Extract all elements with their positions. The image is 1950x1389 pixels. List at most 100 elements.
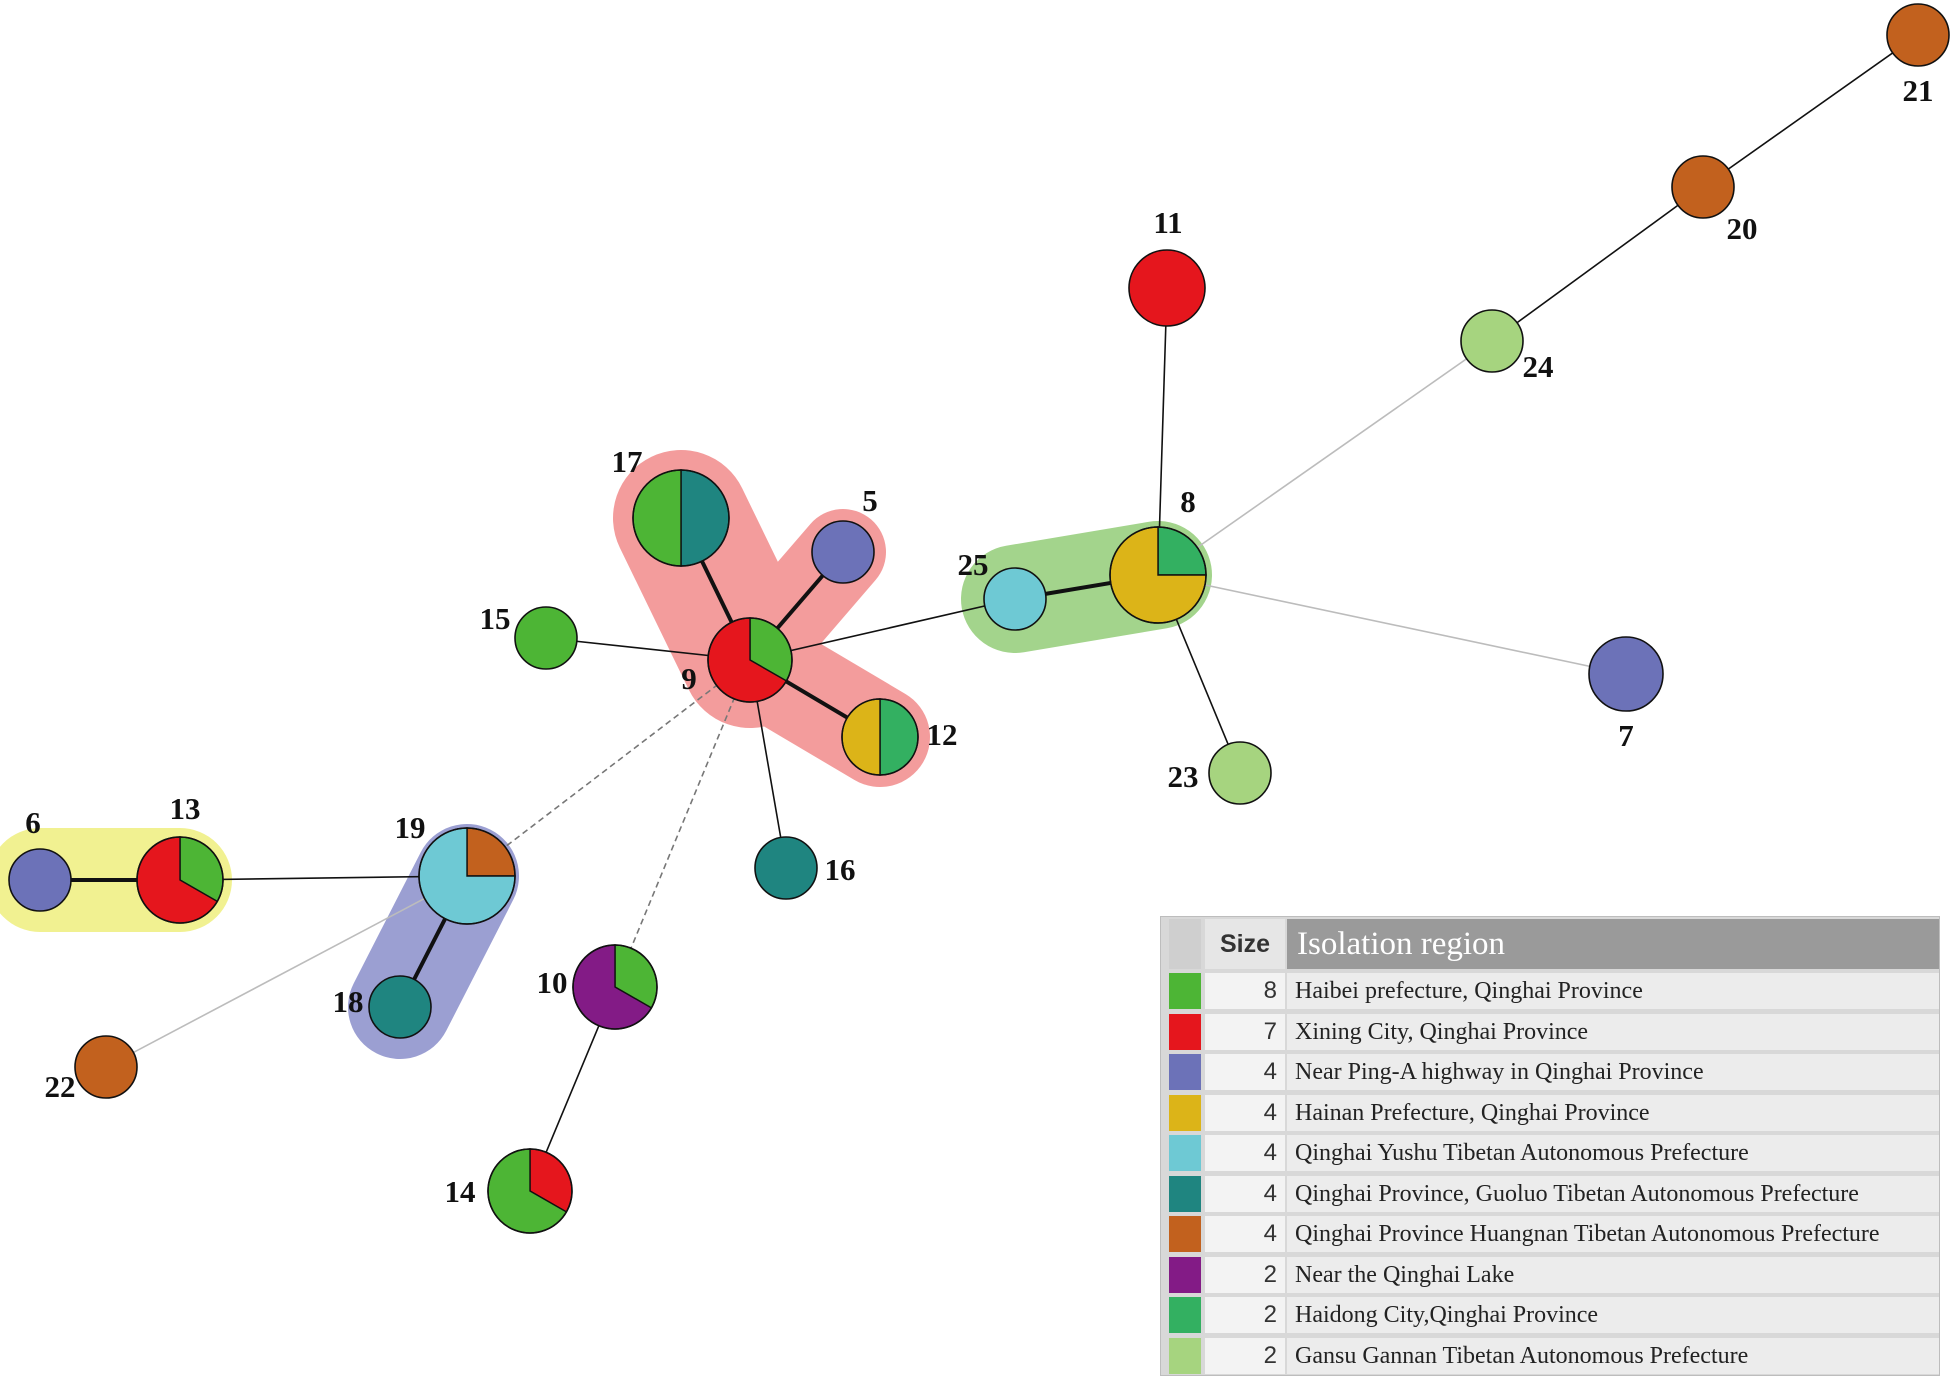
node-21 <box>1886 3 1950 67</box>
node-7-slice-pinga <box>1589 637 1663 711</box>
node-17 <box>632 469 730 567</box>
node-24 <box>1460 309 1524 373</box>
node-label-16: 16 <box>825 852 856 887</box>
node-23 <box>1208 741 1272 805</box>
node-21-outline <box>1886 3 1950 67</box>
node-6-slice-pinga <box>9 849 71 911</box>
node-label-17: 17 <box>612 444 643 479</box>
legend-size: 2 <box>1205 1297 1285 1333</box>
node-13 <box>136 836 224 924</box>
node-18-outline <box>368 975 432 1039</box>
legend-region: Gansu Gannan Tibetan Autonomous Prefectu… <box>1287 1337 1939 1374</box>
node-24-slice-gannan <box>1461 310 1523 372</box>
node-25-outline <box>983 567 1047 631</box>
legend-swatch <box>1169 1337 1201 1374</box>
node-12 <box>841 698 919 776</box>
node-label-6: 6 <box>25 805 41 840</box>
legend-size: 4 <box>1205 1175 1285 1212</box>
node-15 <box>514 606 578 670</box>
legend-region: Qinghai Yushu Tibetan Autonomous Prefect… <box>1287 1135 1939 1171</box>
node-label-13: 13 <box>170 791 201 826</box>
legend-swatch <box>1169 1054 1201 1090</box>
node-23-slice-gannan <box>1209 742 1271 804</box>
node-20 <box>1671 155 1735 219</box>
node-11 <box>1128 249 1206 327</box>
legend-swatch <box>1169 1216 1201 1252</box>
legend-swatch <box>1169 1135 1201 1171</box>
node-5-slice-pinga <box>812 521 874 583</box>
legend-header-size: Size <box>1205 919 1285 969</box>
legend-region: Xining City, Qinghai Province <box>1287 1013 1939 1050</box>
node-20-slice-huangnan <box>1672 156 1734 218</box>
node-label-23: 23 <box>1168 759 1199 794</box>
node-16 <box>754 836 818 900</box>
edge-9-25 <box>749 598 1016 661</box>
node-label-14: 14 <box>445 1174 476 1209</box>
node-19 <box>418 827 516 925</box>
node-11-slice-xining <box>1129 250 1205 326</box>
legend-swatch <box>1169 1175 1201 1212</box>
edge-20-21 <box>1702 34 1919 188</box>
node-8 <box>1109 526 1207 624</box>
node-5 <box>811 520 875 584</box>
legend-size: 4 <box>1205 1216 1285 1252</box>
node-23-outline <box>1208 741 1272 805</box>
node-8-outline <box>1109 526 1207 624</box>
node-20-outline <box>1671 155 1735 219</box>
node-7-outline <box>1588 636 1664 712</box>
node-label-19: 19 <box>395 810 426 845</box>
node-11-outline <box>1128 249 1206 327</box>
node-5-outline <box>811 520 875 584</box>
legend-header-swatch-cell <box>1169 919 1201 969</box>
legend-swatch <box>1169 1297 1201 1333</box>
node-24-outline <box>1460 309 1524 373</box>
edge-24-20 <box>1491 186 1704 342</box>
node-label-11: 11 <box>1153 205 1182 240</box>
legend-size: 2 <box>1205 1256 1285 1293</box>
node-14 <box>487 1148 573 1234</box>
node-12-outline <box>841 698 919 776</box>
node-label-15: 15 <box>480 601 511 636</box>
node-7 <box>1588 636 1664 712</box>
node-25-slice-yushu <box>984 568 1046 630</box>
node-label-20: 20 <box>1727 211 1758 246</box>
node-6-outline <box>8 848 72 912</box>
legend-swatch <box>1169 1013 1201 1050</box>
legend-size: 8 <box>1205 973 1285 1009</box>
legend-region: Qinghai Province, Guoluo Tibetan Autonom… <box>1287 1175 1939 1212</box>
legend-size: 2 <box>1205 1337 1285 1374</box>
node-label-24: 24 <box>1523 349 1554 384</box>
node-22 <box>74 1035 138 1099</box>
node-label-22: 22 <box>45 1069 76 1104</box>
legend-size: 4 <box>1205 1054 1285 1090</box>
node-label-25: 25 <box>958 547 989 582</box>
legend-swatch <box>1169 973 1201 1009</box>
edge-9-10 <box>614 659 751 988</box>
node-16-slice-guoluo <box>755 837 817 899</box>
legend-size: 4 <box>1205 1135 1285 1171</box>
node-18 <box>368 975 432 1039</box>
node-15-outline <box>514 606 578 670</box>
edge-9-19 <box>466 659 751 877</box>
legend-header-region: Isolation region <box>1287 919 1939 969</box>
legend-region: Hainan Prefecture, Qinghai Province <box>1287 1094 1939 1131</box>
node-label-10: 10 <box>537 965 568 1000</box>
node-15-slice-haibei <box>515 607 577 669</box>
node-18-slice-guoluo <box>369 976 431 1038</box>
node-22-slice-huangnan <box>75 1036 137 1098</box>
legend-size: 4 <box>1205 1094 1285 1131</box>
node-label-7: 7 <box>1618 718 1634 753</box>
